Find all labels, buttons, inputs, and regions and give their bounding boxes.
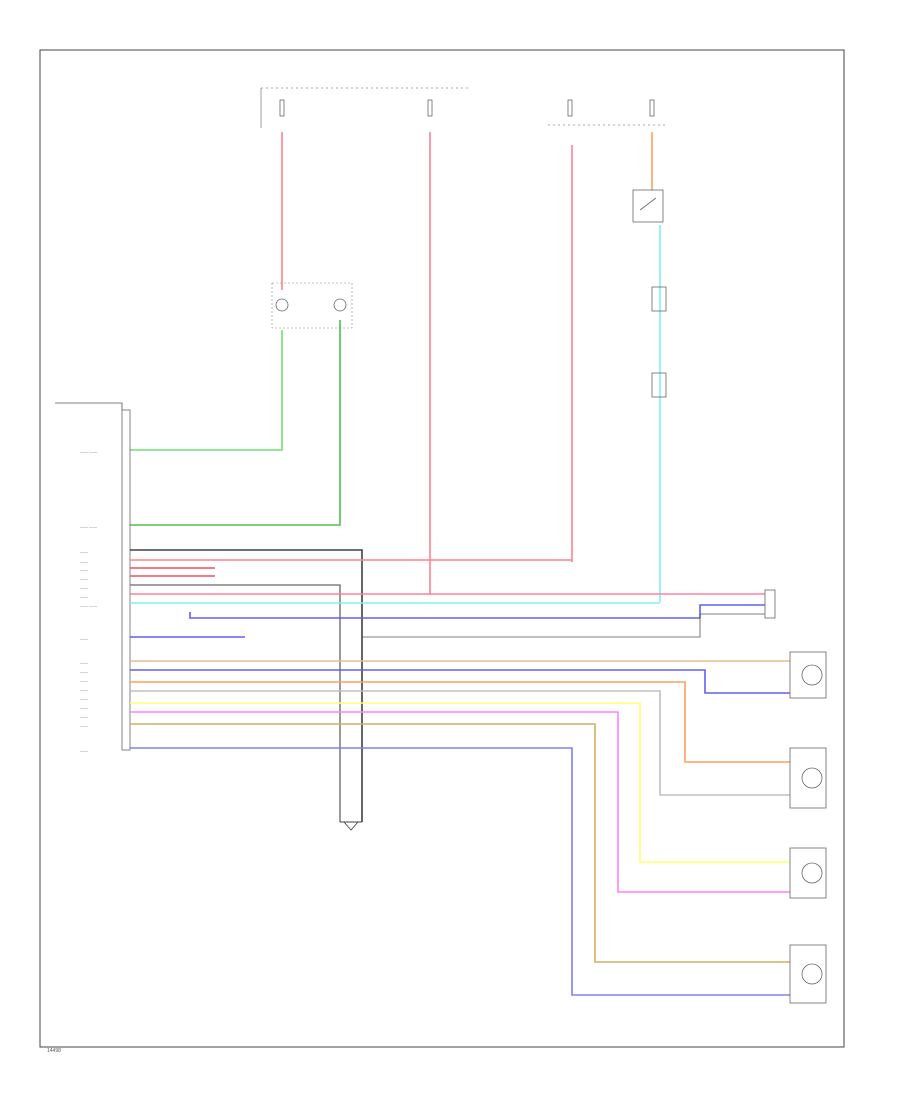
- wire-pink-h2: [130, 711, 790, 893]
- wire-tan-h2: [130, 723, 790, 963]
- wheel-sensor-left-rear: [789, 651, 827, 699]
- svg-text:——: ——: [80, 660, 88, 665]
- switch-3: [651, 372, 667, 398]
- svg-text:——: ——: [80, 594, 88, 599]
- wheel-sensor-left-front: [789, 747, 827, 809]
- wire-gray-h2: [130, 690, 790, 796]
- wire-green-1: [130, 330, 283, 451]
- stop-lamp-switch: [632, 189, 664, 223]
- svg-text:——: ——: [80, 559, 88, 564]
- wire-yellow-h: [130, 702, 790, 863]
- svg-text:——: ——: [80, 636, 88, 641]
- fuse-2: [427, 99, 433, 117]
- wheel-sensor-right-front: [789, 847, 827, 899]
- diagram-border: [39, 49, 845, 1048]
- svg-text:——: ——: [80, 705, 88, 710]
- svg-text:——: ——: [80, 678, 88, 683]
- svg-text:——: ——: [80, 585, 88, 590]
- ground-symbol: [340, 821, 362, 831]
- svg-text:——: ——: [80, 723, 88, 728]
- svg-text:——: ——: [80, 687, 88, 692]
- ecu-module: [55, 402, 131, 751]
- relay-switch: [271, 282, 353, 329]
- svg-text:—— ——: —— ——: [80, 524, 97, 529]
- svg-text:——: ——: [80, 669, 88, 674]
- wire-blue-h1: [189, 604, 765, 619]
- right-connector: [764, 589, 776, 619]
- fuse-4: [649, 99, 655, 117]
- wire-black-gnd-1: [130, 549, 363, 822]
- wire-green-2: [130, 320, 341, 526]
- svg-text:——: ——: [80, 549, 88, 554]
- wire-gray-gnd: [130, 584, 341, 822]
- ecu-pin-labels: —— —— —— —— —— —— —— —— —— —— —— —— —— —…: [80, 449, 97, 753]
- fuse-3: [567, 99, 573, 117]
- wire-blue-h4: [130, 747, 790, 996]
- svg-text:—— ——: —— ——: [80, 449, 97, 454]
- svg-text:—— ——: —— ——: [80, 603, 97, 608]
- wire-blue-h3: [130, 669, 790, 694]
- wire-gray-h-ref: [362, 613, 765, 638]
- svg-text:——: ——: [80, 567, 88, 572]
- svg-text:——: ——: [80, 696, 88, 701]
- svg-text:——: ——: [80, 714, 88, 719]
- wire-orange-h: [130, 681, 790, 763]
- wheel-sensor-right-rear: [789, 944, 827, 1004]
- switch-2: [651, 286, 667, 312]
- diagram-id: 14498: [47, 1048, 61, 1054]
- fuse-1: [279, 99, 285, 117]
- svg-text:——: ——: [80, 576, 88, 581]
- svg-text:——: ——: [80, 748, 88, 753]
